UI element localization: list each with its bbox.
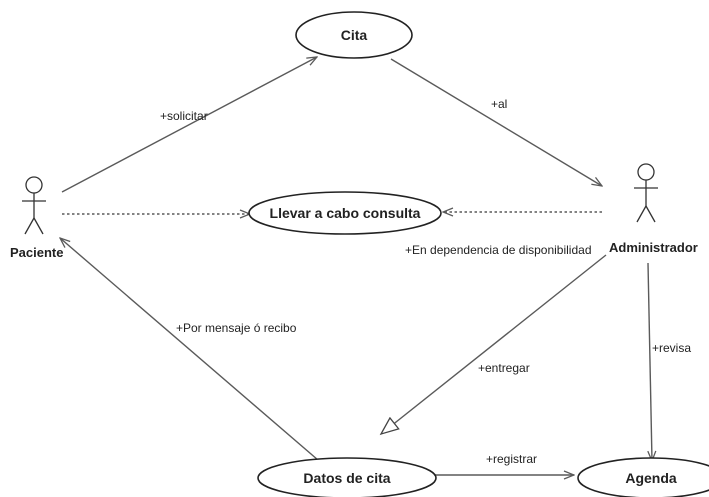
label-revisa: +revisa: [652, 341, 691, 355]
actor-paciente-label: Paciente: [10, 245, 63, 260]
usecase-datos-cita-label: Datos de cita: [303, 470, 390, 486]
usecase-cita: Cita: [295, 11, 413, 59]
usecase-llevar-consulta: Llevar a cabo consulta: [248, 191, 442, 235]
actor-paciente: [22, 176, 46, 235]
actor-administrador: [634, 163, 658, 223]
edge-revisa: [648, 262, 652, 461]
usecase-llevar-consulta-label: Llevar a cabo consulta: [270, 205, 421, 221]
edge-al: [390, 58, 602, 186]
label-registrar: +registrar: [486, 452, 537, 466]
label-solicitar: +solicitar: [160, 109, 208, 123]
edge-solicitar: [61, 57, 317, 193]
edge-entregar: [379, 254, 607, 436]
label-al: +al: [491, 97, 507, 111]
edge-por-mensaje: [60, 238, 319, 461]
usecase-datos-cita: Datos de cita: [257, 457, 437, 497]
label-en-dependencia: +En dependencia de disponibilidad: [405, 243, 592, 257]
label-por-mensaje: +Por mensaje ó recibo: [176, 321, 297, 335]
usecase-agenda: Agenda: [577, 457, 709, 497]
usecase-agenda-label: Agenda: [625, 470, 677, 486]
usecase-cita-label: Cita: [341, 27, 368, 43]
actor-administrador-label: Administrador: [609, 240, 698, 255]
label-entregar: +entregar: [478, 361, 530, 375]
